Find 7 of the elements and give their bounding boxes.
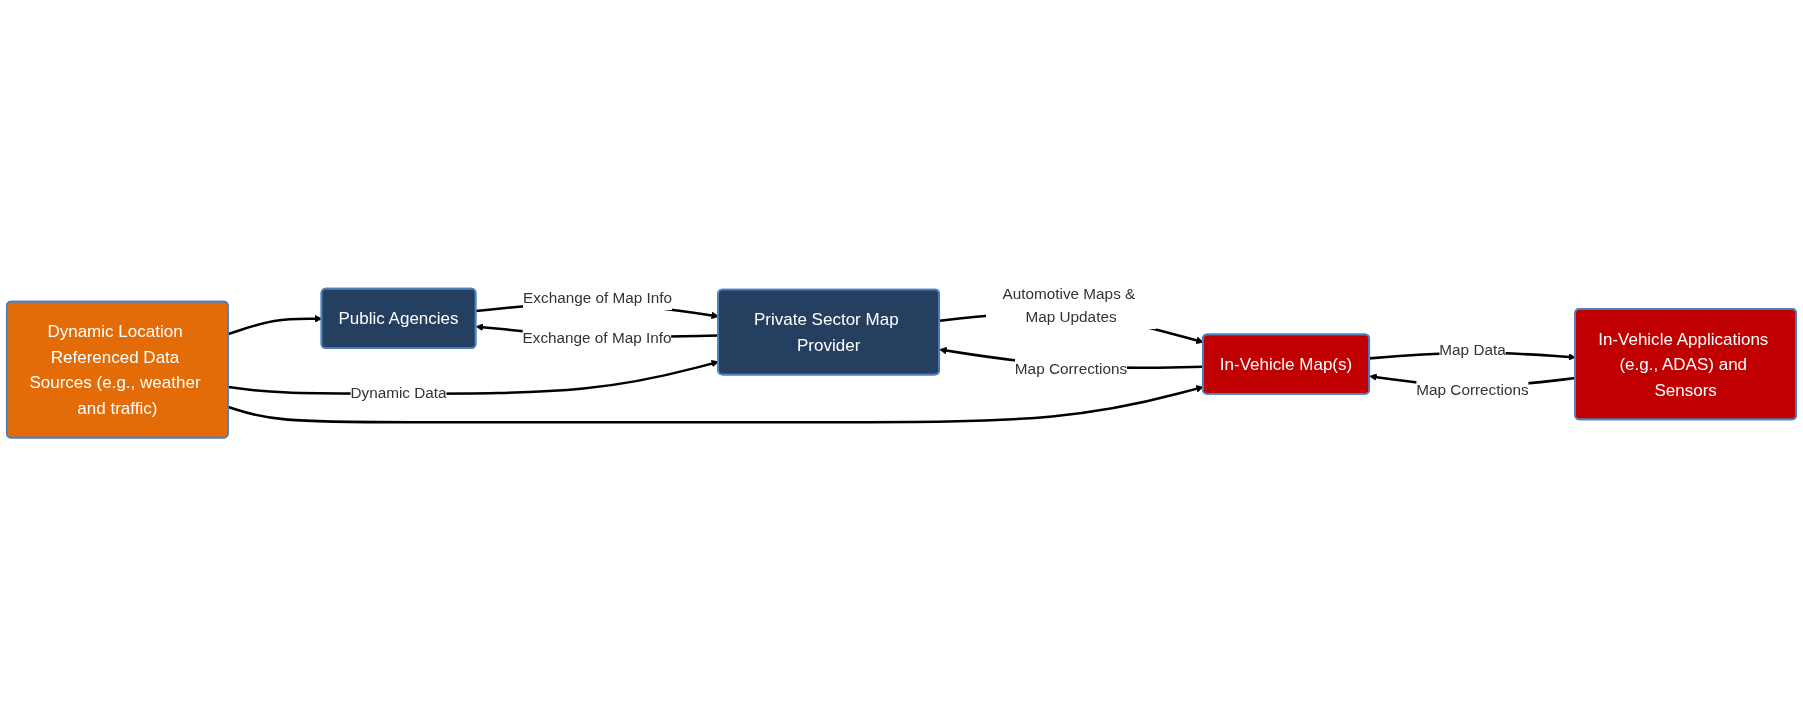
edge-label: Map Data — [1439, 341, 1506, 359]
edge-label: Exchange of Map Info — [522, 329, 672, 347]
edge-label: Exchange of Map Info — [523, 289, 673, 307]
edge-label: Dynamic Data — [350, 384, 447, 402]
edge-label: Automotive Maps & Map Updates — [1002, 285, 1136, 326]
edge-label: Map Corrections — [1416, 381, 1529, 399]
edge-label: Map Corrections — [1014, 360, 1128, 378]
